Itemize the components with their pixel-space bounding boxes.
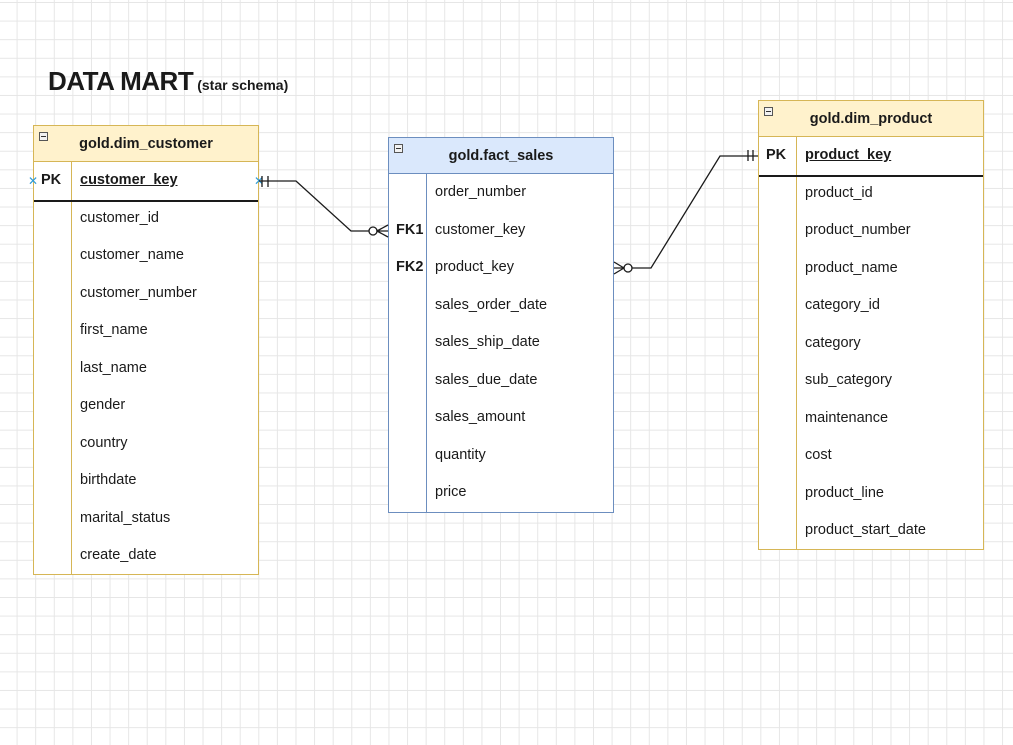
table-row[interactable]: FK2 product_key (389, 249, 613, 287)
table-row[interactable]: category (759, 325, 983, 363)
table-title: gold.fact_sales (448, 148, 554, 164)
table-row[interactable]: maintenance (759, 400, 983, 438)
table-row[interactable]: sales_due_date (389, 362, 613, 400)
field-name: customer_id (80, 209, 159, 226)
selection-handle-icon[interactable]: ✕ (28, 174, 39, 188)
table-row[interactable]: order_number (389, 174, 613, 212)
collapse-icon[interactable] (764, 107, 773, 116)
many-marker (376, 224, 389, 238)
table-header[interactable]: gold.dim_customer (34, 126, 258, 162)
table-header[interactable]: gold.fact_sales (389, 138, 613, 174)
field-name: gender (80, 397, 126, 413)
column-divider (426, 174, 427, 512)
table-row[interactable]: FK1 customer_key (389, 212, 613, 250)
table-row[interactable]: sales_ship_date (389, 324, 613, 362)
field-name: category (805, 334, 861, 351)
table-title: gold.dim_customer (79, 136, 213, 152)
field-name: product_name (805, 259, 898, 276)
field-name: first_name (80, 322, 148, 338)
field-name: sales_due_date (435, 371, 538, 388)
field-name: sales_amount (435, 409, 526, 425)
column-divider (796, 137, 797, 549)
zero-marker (623, 263, 633, 273)
field-name: country (80, 434, 128, 451)
pk-separator (34, 200, 258, 202)
table-row[interactable]: sales_order_date (389, 287, 613, 325)
field-name: product_start_date (805, 522, 926, 538)
relationship-product-fact (613, 150, 758, 275)
table-row[interactable]: product_line (759, 475, 983, 513)
table-row[interactable]: gender (34, 387, 258, 425)
table-row[interactable]: product_name (759, 250, 983, 288)
field-name: product_key (435, 259, 514, 275)
field-name: customer_number (80, 284, 197, 301)
fk-label: FK2 (396, 259, 424, 275)
field-name: marital_status (80, 509, 171, 526)
field-name: sales_order_date (435, 296, 548, 313)
fk-label: FK1 (396, 221, 424, 238)
table-row[interactable]: sub_category (759, 362, 983, 400)
field-name: create_date (80, 547, 157, 563)
pk-separator (759, 175, 983, 177)
table-row[interactable]: product_start_date (759, 512, 983, 550)
diagram-title: DATA MART(star schema) (48, 66, 288, 97)
table-row[interactable]: cost (759, 437, 983, 475)
pk-field: customer_key (80, 172, 178, 188)
field-name: sub_category (805, 372, 893, 388)
table-row-pk[interactable]: PK customer_key (34, 162, 258, 200)
table-row[interactable]: price (389, 474, 613, 512)
table-row[interactable]: last_name (34, 350, 258, 388)
table-row[interactable]: birthdate (34, 462, 258, 500)
connector-line (632, 155, 758, 269)
field-name: price (435, 484, 467, 500)
table-row[interactable]: marital_status (34, 500, 258, 538)
field-name: quantity (435, 446, 486, 463)
connector-line (259, 180, 369, 232)
table-row[interactable]: quantity (389, 437, 613, 475)
pk-label: PK (41, 172, 62, 188)
table-row[interactable]: country (34, 425, 258, 463)
table-title: gold.dim_product (809, 111, 933, 127)
table-row[interactable]: customer_number (34, 275, 258, 313)
field-name: product_line (805, 484, 884, 501)
table-row[interactable]: category_id (759, 287, 983, 325)
collapse-icon[interactable] (394, 144, 403, 153)
table-row[interactable]: sales_amount (389, 399, 613, 437)
field-name: maintenance (805, 409, 889, 426)
table-dim-customer[interactable]: gold.dim_customer PK customer_key custom… (33, 125, 259, 575)
table-row[interactable]: customer_id (34, 200, 258, 238)
field-name: product_number (805, 222, 911, 238)
field-name: sales_ship_date (435, 334, 540, 350)
many-marker (613, 261, 625, 275)
field-name: order_number (435, 184, 527, 200)
field-name: product_id (805, 184, 873, 201)
table-row-pk[interactable]: PK product_key (759, 137, 983, 175)
field-name: last_name (80, 359, 147, 376)
collapse-icon[interactable] (39, 132, 48, 141)
table-row[interactable]: first_name (34, 312, 258, 350)
diagram-title-sub: (star schema) (197, 77, 289, 93)
field-name: customer_name (80, 247, 184, 263)
table-header[interactable]: gold.dim_product (759, 101, 983, 137)
table-row[interactable]: customer_name (34, 237, 258, 275)
diagram-title-main: DATA MART (48, 66, 194, 96)
table-dim-product[interactable]: gold.dim_product PK product_key product_… (758, 100, 984, 550)
relationship-customer-fact (259, 176, 389, 238)
column-divider (71, 162, 72, 574)
field-name: cost (805, 447, 832, 463)
table-row[interactable]: product_id (759, 175, 983, 213)
pk-label: PK (766, 147, 787, 163)
zero-marker (368, 226, 378, 236)
field-name: customer_key (435, 221, 526, 238)
field-name: category_id (805, 297, 880, 313)
field-name: birthdate (80, 472, 137, 488)
table-row[interactable]: create_date (34, 537, 258, 575)
table-row[interactable]: product_number (759, 212, 983, 250)
pk-field: product_key (805, 147, 892, 163)
